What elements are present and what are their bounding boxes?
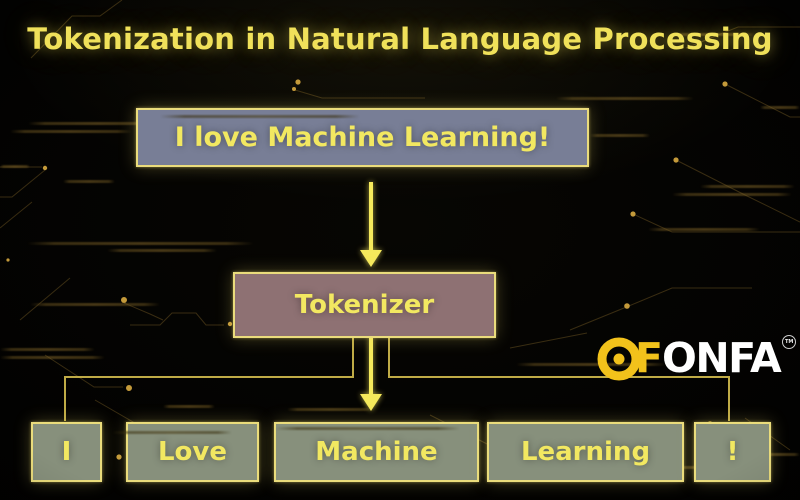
down-arrow-icon <box>360 337 382 411</box>
down-arrow-icon <box>360 182 382 267</box>
token-label: I <box>61 437 72 467</box>
token-label: Love <box>157 437 227 467</box>
tokenizer-box: Tokenizer <box>233 272 496 338</box>
token-label: ! <box>726 437 739 467</box>
token-box: ! <box>694 422 771 482</box>
input-sentence-box: I love Machine Learning! <box>136 108 589 167</box>
token-box: Machine <box>274 422 479 482</box>
token-label: Machine <box>315 437 438 467</box>
logo-wordmark: ONFA <box>662 334 782 382</box>
tokenizer-label: Tokenizer <box>294 290 435 320</box>
logo-letter-f: F <box>635 334 663 382</box>
input-sentence-label: I love Machine Learning! <box>174 122 551 153</box>
onfa-logo: F ONFA TM <box>596 331 797 385</box>
trademark-symbol: TM <box>782 335 797 349</box>
background-noise-text <box>160 115 360 118</box>
token-box: I <box>31 422 102 482</box>
token-box: Learning <box>487 422 684 482</box>
token-label: Learning <box>520 437 651 467</box>
